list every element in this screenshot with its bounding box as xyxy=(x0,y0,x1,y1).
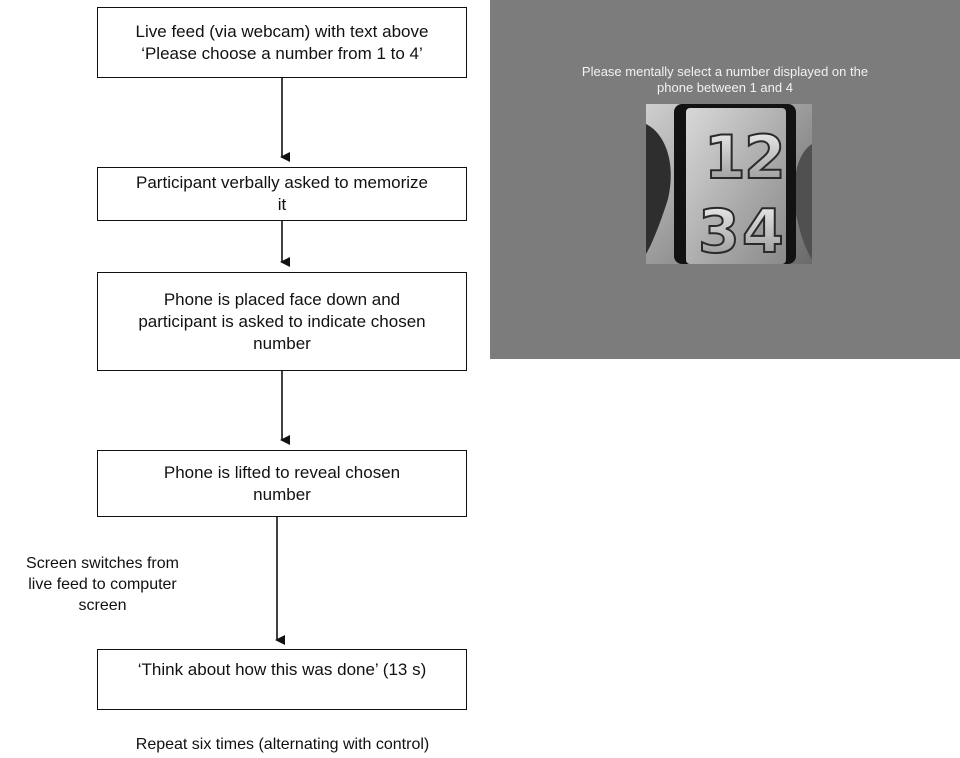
right-hand-shape xyxy=(794,144,812,259)
step-3-box: Phone is placed face down and participan… xyxy=(97,272,467,371)
step-2-box: Participant verbally asked to memorize i… xyxy=(97,167,467,221)
phone-photo: 1 2 3 4 xyxy=(646,104,812,264)
step-4-line1: Phone is lifted to reveal chosen xyxy=(163,462,401,482)
step-5-box: ‘Think about how this was done’ (13 s) xyxy=(97,649,467,710)
step-5-line1: ‘Think about how this was done’ (13 s) xyxy=(137,660,427,679)
side-note-line1: Screen switches from xyxy=(26,555,179,572)
step-2-line2: it xyxy=(277,195,287,214)
step-1-box: Live feed (via webcam) with text above ‘… xyxy=(97,7,467,78)
phone-digit-1: 1 xyxy=(704,123,746,193)
step-2-line1: Participant verbally asked to memorize xyxy=(136,173,428,192)
repeat-note: Repeat six times (alternating with contr… xyxy=(135,736,430,753)
step-3-line1: Phone is placed face down and xyxy=(163,289,401,309)
side-note-line3: screen xyxy=(78,597,127,614)
caption-line2: phone between 1 and 4 xyxy=(657,80,793,95)
caption-line1: Please mentally select a number displaye… xyxy=(581,64,869,79)
step-4-line2: number xyxy=(253,484,311,504)
stimulus-caption: Please mentally select a number displaye… xyxy=(530,64,920,96)
stimulus-screen-panel: Please mentally select a number displaye… xyxy=(490,0,960,359)
left-hand-shape xyxy=(646,124,671,254)
step-4-box: Phone is lifted to reveal chosen number xyxy=(97,450,467,517)
side-note-line2: live feed to computer xyxy=(28,576,177,593)
phone-digit-2: 2 xyxy=(744,123,786,193)
screen-switch-note: Screen switches from live feed to comput… xyxy=(0,553,205,616)
step-3-line3: number xyxy=(253,333,311,353)
step-1-line2: ‘Please choose a number from 1 to 4’ xyxy=(141,43,423,63)
phone-digit-3: 3 xyxy=(698,197,740,264)
phone-digit-4: 4 xyxy=(742,197,784,264)
step-1-line1: Live feed (via webcam) with text above xyxy=(135,21,429,41)
step-3-line2: participant is asked to indicate chosen xyxy=(138,311,426,331)
phone-screen xyxy=(686,108,786,264)
